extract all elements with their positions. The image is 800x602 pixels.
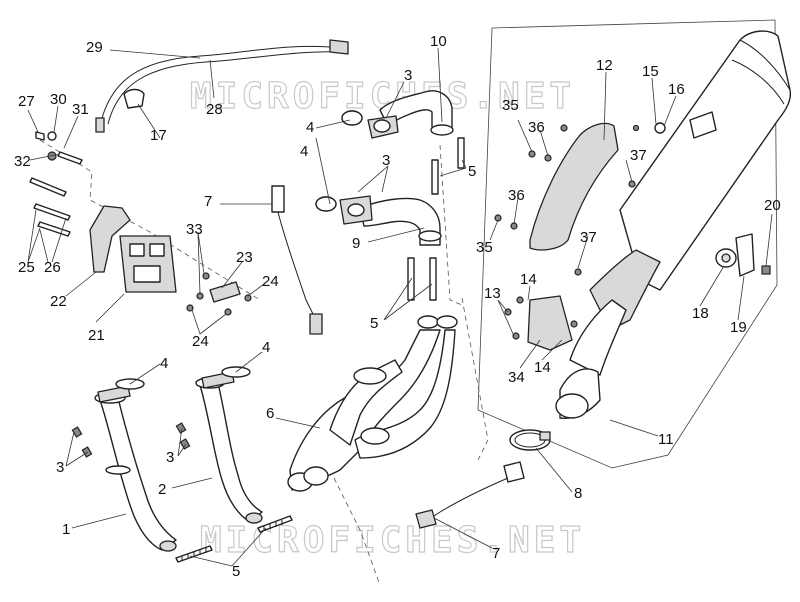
cable-clip bbox=[123, 88, 145, 109]
callout-7-lower: 7 bbox=[492, 545, 500, 562]
callout-37-lower: 37 bbox=[580, 229, 597, 246]
exhaust-clamp bbox=[509, 429, 551, 451]
callout-4-left: 4 bbox=[160, 355, 168, 372]
callout-21: 21 bbox=[88, 327, 105, 344]
silencer-fasteners bbox=[494, 122, 666, 340]
manifold-assembly-line bbox=[439, 144, 463, 306]
watermark-bottom: MICROFICHES.NET bbox=[200, 520, 585, 561]
end-cap bbox=[689, 111, 717, 139]
stud-nuts-left bbox=[71, 422, 191, 458]
callout-36-lower: 36 bbox=[508, 187, 525, 204]
gasket-rings bbox=[315, 110, 363, 212]
callout-25: 25 bbox=[18, 259, 35, 276]
callout-18: 18 bbox=[692, 305, 709, 322]
callout-7-upper: 7 bbox=[204, 193, 212, 210]
callout-14-upper: 14 bbox=[520, 271, 537, 288]
callout-5-mid: 5 bbox=[370, 315, 378, 332]
callout-26: 26 bbox=[44, 259, 61, 276]
central-collector bbox=[287, 315, 458, 492]
cable-bracket bbox=[209, 281, 241, 303]
small-heat-shield bbox=[527, 295, 573, 351]
callout-4-upper-b: 4 bbox=[300, 143, 308, 160]
left-bolts bbox=[29, 131, 71, 237]
callout-28: 28 bbox=[206, 101, 223, 118]
front-header-pipe bbox=[94, 392, 177, 552]
callout-3-top: 3 bbox=[404, 67, 412, 84]
callout-10: 10 bbox=[430, 33, 447, 50]
callout-9: 9 bbox=[352, 235, 360, 252]
lambda-sensor-lower bbox=[415, 461, 525, 529]
callout-22: 22 bbox=[50, 293, 67, 310]
silencer-bracket bbox=[735, 233, 755, 277]
callout-37-upper: 37 bbox=[630, 147, 647, 164]
callout-2: 2 bbox=[158, 481, 166, 498]
callout-30: 30 bbox=[50, 91, 67, 108]
callout-3-upper: 3 bbox=[382, 152, 390, 169]
upper-bend-pipe bbox=[379, 90, 454, 136]
callout-33: 33 bbox=[186, 221, 203, 238]
callout-8: 8 bbox=[574, 485, 582, 502]
callout-3-left: 3 bbox=[56, 459, 64, 476]
callout-24-right: 24 bbox=[262, 273, 279, 290]
callout-4-mid: 4 bbox=[262, 339, 270, 356]
header-flange-2 bbox=[201, 366, 251, 389]
callout-11: 11 bbox=[658, 431, 674, 448]
callout-27: 27 bbox=[18, 93, 35, 110]
small-fasteners-top-left bbox=[47, 131, 83, 165]
catalyst-unit bbox=[555, 249, 661, 419]
callout-35-upper: 35 bbox=[502, 97, 519, 114]
callout-23: 23 bbox=[236, 249, 253, 266]
bracket-nut bbox=[761, 265, 771, 275]
callout-3-mid: 3 bbox=[166, 449, 174, 466]
callout-numbers: 1 2 3 3 3 3 4 4 4 4 5 5 5 6 7 7 8 9 10 1… bbox=[14, 33, 781, 580]
callout-6: 6 bbox=[266, 405, 274, 422]
callout-31: 31 bbox=[72, 101, 89, 118]
callout-19: 19 bbox=[730, 319, 747, 336]
bracket-screws bbox=[186, 272, 252, 316]
callout-36-upper: 36 bbox=[528, 119, 545, 136]
callout-5-bottom: 5 bbox=[232, 563, 240, 580]
valve-actuator bbox=[119, 235, 177, 293]
callout-13: 13 bbox=[484, 285, 501, 302]
callout-14-lower: 14 bbox=[534, 359, 551, 376]
lower-assembly-line bbox=[329, 469, 381, 586]
heat-shield bbox=[529, 122, 619, 251]
springs-lower bbox=[175, 515, 293, 563]
callout-16: 16 bbox=[668, 81, 685, 98]
callout-29: 29 bbox=[86, 39, 103, 56]
throttle-cables bbox=[95, 39, 349, 133]
callout-35-lower: 35 bbox=[476, 239, 493, 256]
rubber-mount bbox=[715, 248, 737, 268]
rear-header-pipe bbox=[195, 377, 263, 524]
collector-assembly-line bbox=[461, 297, 489, 461]
callout-5-upper: 5 bbox=[468, 163, 476, 180]
callout-32: 32 bbox=[14, 153, 31, 170]
callout-17: 17 bbox=[150, 127, 167, 144]
callout-20: 20 bbox=[764, 197, 781, 214]
callout-15: 15 bbox=[642, 63, 659, 80]
lambda-sensor-upper bbox=[271, 185, 323, 335]
lower-bend-pipe bbox=[359, 197, 442, 246]
callout-12: 12 bbox=[596, 57, 613, 74]
leader-lines bbox=[27, 47, 773, 567]
callout-1: 1 bbox=[62, 521, 70, 538]
callout-34: 34 bbox=[508, 369, 525, 386]
callout-24-bottom: 24 bbox=[192, 333, 209, 350]
silencer-body bbox=[619, 30, 792, 291]
silencer-group-frame bbox=[477, 19, 778, 469]
callout-4-upper: 4 bbox=[306, 119, 314, 136]
header-flange-1 bbox=[97, 378, 145, 403]
